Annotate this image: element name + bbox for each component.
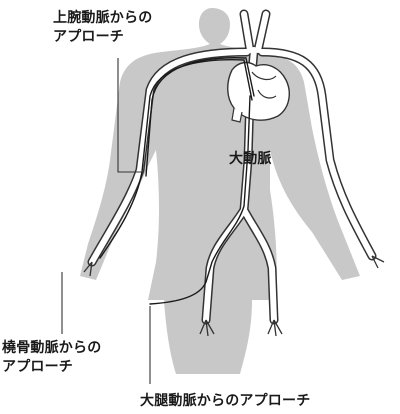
label-brachial-approach: 上腕動脈からの アプローチ — [53, 9, 152, 47]
leader-brachial — [117, 58, 144, 173]
branch-ends — [83, 255, 385, 337]
label-brachial-line1: 上腕動脈からの — [53, 10, 153, 26]
label-aorta: 大動脈 — [229, 151, 272, 167]
label-brachial-line2: アプローチ — [53, 29, 124, 45]
catheter-routes — [99, 57, 255, 305]
catheter-radial — [99, 59, 253, 259]
label-femoral-approach: 大腿動脈からのアプローチ — [140, 393, 311, 409]
label-radial-line1: 橈骨動脈からの — [2, 340, 102, 356]
leader-lines — [61, 58, 151, 384]
heart-icon — [227, 61, 290, 123]
catheter-femoral — [149, 95, 251, 305]
label-radial-approach: 橈骨動脈からの アプローチ — [2, 339, 101, 377]
label-radial-line2: アプローチ — [2, 359, 73, 375]
